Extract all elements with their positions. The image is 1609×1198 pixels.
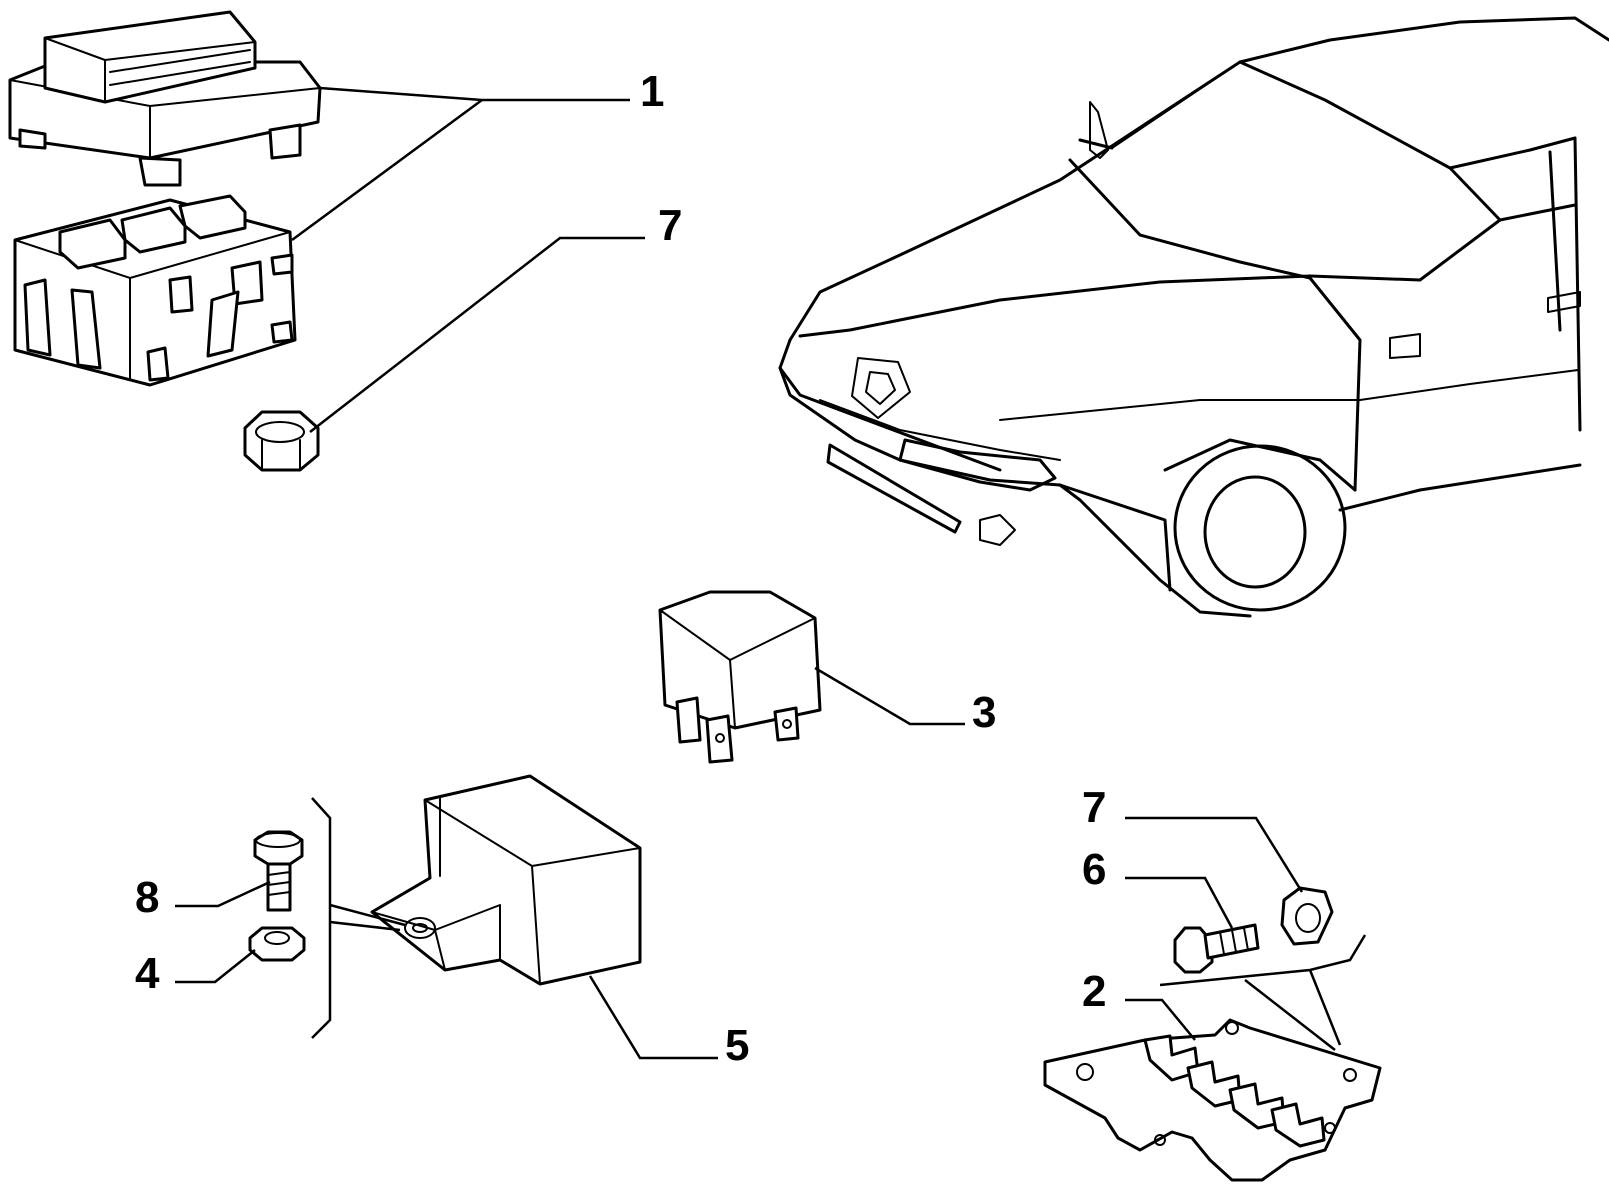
leader-line-6 <box>1125 876 1234 929</box>
leader-line-4 <box>175 949 256 984</box>
car-outline-illustration <box>778 16 1609 618</box>
leader-line-1 <box>291 86 630 242</box>
group-brace-bottom <box>1159 934 1367 1051</box>
cap-nut <box>243 410 320 472</box>
nut-4 <box>248 926 306 962</box>
callout-8: 8 <box>135 873 159 922</box>
fuse-box-cover <box>8 10 322 187</box>
group-brace <box>311 797 332 1039</box>
leader-line-7-bottom <box>1125 816 1304 893</box>
leader-line-3 <box>814 666 965 726</box>
relay <box>658 590 822 764</box>
mounting-bracket <box>1043 1018 1382 1182</box>
fuse-box-base <box>13 194 297 387</box>
callout-2: 2 <box>1082 967 1106 1016</box>
leader-to-hole <box>329 903 406 932</box>
callout-6: 6 <box>1082 845 1106 894</box>
leader-line-8 <box>175 880 271 908</box>
bolt-6 <box>1173 923 1260 974</box>
callout-4: 4 <box>135 949 160 998</box>
callout-1: 1 <box>640 67 664 116</box>
leader-line-7-top <box>309 236 645 433</box>
leader-line-2 <box>1125 998 1196 1041</box>
leader-line-5 <box>588 975 718 1060</box>
callout-3: 3 <box>972 688 996 737</box>
callout-7-top: 7 <box>658 201 682 250</box>
callout-7-bottom: 7 <box>1082 783 1106 832</box>
callout-5: 5 <box>725 1021 749 1070</box>
hex-nut-7 <box>1280 886 1334 946</box>
control-unit <box>370 774 642 986</box>
bolt-8 <box>253 830 304 912</box>
